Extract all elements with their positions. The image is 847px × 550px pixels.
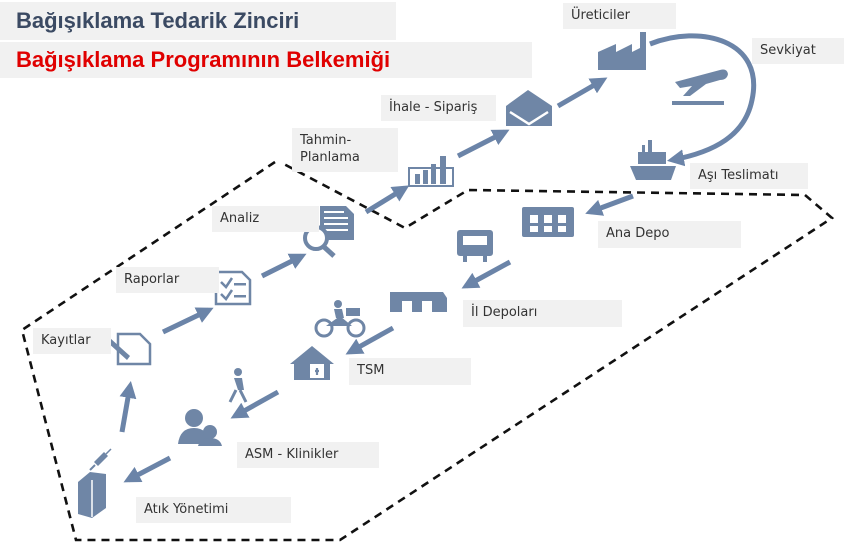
people-icon — [178, 409, 222, 446]
syringe-icon — [89, 448, 112, 471]
motorbike-icon — [314, 300, 366, 338]
curved-shipping-arrow — [649, 33, 757, 167]
dashed-outline — [20, 160, 835, 542]
label-asm-klinikler: ASM - Klinikler — [237, 442, 379, 468]
flow-arrow — [585, 193, 634, 216]
checklist-icon — [214, 270, 252, 306]
factory-icon — [598, 32, 646, 70]
document-search-icon — [303, 206, 354, 258]
flow-arrow — [123, 455, 172, 483]
label-sevkiyat: Sevkiyat — [752, 38, 844, 64]
diagram-title: Bağışıklama Tedarik Zinciri — [0, 2, 396, 40]
flow-arrow — [461, 259, 512, 289]
label-ureticiler: Üreticiler — [563, 3, 676, 29]
refrigerator-icon — [457, 230, 493, 262]
health-center-icon — [290, 346, 334, 380]
envelope-icon — [506, 90, 552, 126]
label-tahmin-planlama: Tahmin- Planlama — [292, 128, 398, 172]
depot-icon — [390, 292, 447, 312]
flow-arrow — [260, 253, 307, 279]
label-raporlar: Raporlar — [116, 267, 219, 293]
label-tahmin-line2: Planlama — [300, 150, 360, 165]
label-atik-yonetimi: Atık Yönetimi — [136, 497, 291, 523]
label-analiz: Analiz — [212, 206, 319, 232]
flow-arrow — [556, 77, 608, 109]
airplane-icon — [672, 69, 728, 105]
edit-document-icon — [107, 332, 152, 366]
label-ihale-siparis: İhale - Sipariş — [381, 95, 496, 121]
flow-arrow — [161, 307, 214, 335]
flow-arrow — [364, 185, 410, 215]
ship-icon — [630, 140, 676, 180]
label-il-depolari: İl Depoları — [463, 300, 622, 327]
person-walking-icon — [228, 368, 248, 403]
diagram-subtitle: Bağışıklama Programının Belkemiği — [0, 42, 532, 78]
flow-arrow — [456, 129, 510, 159]
label-tsm: TSM — [349, 358, 471, 385]
label-asi-teslimati: Aşı Teslimatı — [690, 163, 808, 189]
label-ana-depo: Ana Depo — [598, 221, 741, 248]
waste-container-icon — [78, 472, 106, 518]
label-tahmin-line1: Tahmin- — [300, 133, 352, 148]
bar-chart-icon — [408, 156, 454, 187]
label-kayitlar: Kayıtlar — [33, 328, 111, 354]
flow-arrow — [119, 380, 137, 433]
flow-arrow — [230, 389, 280, 419]
warehouse-icon — [522, 207, 574, 237]
flow-arrow — [345, 325, 395, 355]
